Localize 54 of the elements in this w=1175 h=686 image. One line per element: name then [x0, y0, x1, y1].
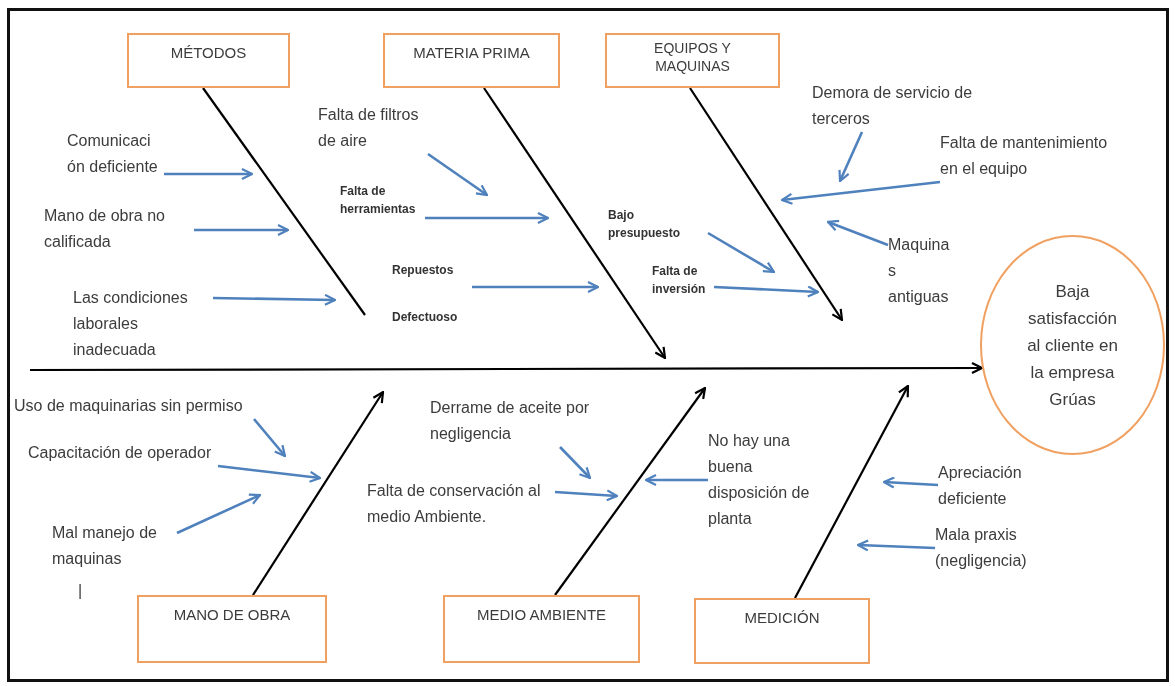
category-box: MEDICIÓN [694, 598, 870, 664]
cause-text: Capacitación de operador [28, 440, 218, 466]
stray-mark: | [78, 582, 83, 600]
cause-arrow [559, 446, 592, 480]
cause-text: Comunicaci ón deficiente [67, 128, 164, 180]
bone-arrow [252, 390, 385, 596]
cause-text: Apreciación deficiente [938, 460, 1050, 512]
bone-arrow [794, 384, 910, 599]
category-box: MÉTODOS [127, 33, 290, 88]
cause-text: Falta de mantenimiento en el equipo [940, 130, 1122, 182]
cause-arrow [164, 167, 254, 181]
cause-arrow [217, 464, 322, 483]
category-box: EQUIPOS Y MAQUINAS [605, 33, 780, 88]
cause-arrow [707, 231, 776, 274]
cause-text: Falta de inversión [652, 262, 714, 298]
cause-arrow [253, 418, 287, 458]
cause-arrow [713, 285, 820, 298]
cause-arrow [838, 131, 864, 183]
cause-text: Mal manejo de maquinas [52, 520, 177, 572]
effect-ellipse: Baja satisfacción al cliente en la empresa Grúas [980, 235, 1165, 455]
cause-arrow [882, 476, 939, 489]
cause-arrow [554, 489, 619, 502]
cause-text: Las condiciones laborales inadecuada [73, 285, 213, 363]
cause-text: Mano de obra no calificada [44, 203, 194, 255]
bone-arrow [554, 386, 707, 596]
cause-text: Demora de servicio de terceros [812, 80, 984, 132]
category-box: MANO DE OBRA [137, 595, 327, 663]
cause-arrow [425, 211, 550, 225]
cause-text: Falta de conservación al medio Ambiente. [367, 478, 555, 530]
cause-text: Maquina s antiguas [888, 232, 954, 310]
cause-text: Falta de filtros de aire [318, 102, 428, 154]
cause-arrow [212, 293, 337, 306]
cause-arrow [472, 280, 600, 294]
cause-text: No hay una buena disposición de planta [708, 428, 826, 532]
cause-arrow [176, 493, 262, 535]
spine-arrow [30, 361, 984, 375]
category-box: MATERIA PRIMA [383, 33, 560, 88]
cause-text: Mala praxis (negligencia) [935, 522, 1047, 574]
cause-text: Uso de maquinarias sin permiso [14, 393, 254, 419]
bone-arrow [483, 87, 667, 360]
cause-text: Falta de herramientas [340, 182, 425, 218]
cause-arrow [427, 152, 489, 197]
cause-text: Repuestos [392, 262, 455, 279]
cause-arrow [856, 539, 936, 552]
bone-arrow [689, 87, 844, 322]
cause-arrow [826, 219, 889, 247]
cause-arrow [194, 223, 290, 237]
cause-arrow [644, 473, 708, 487]
cause-text: Derrame de aceite por negligencia [430, 395, 600, 447]
cause-arrow [780, 180, 941, 205]
cause-text: Bajo presupuesto [608, 206, 708, 242]
category-box: MEDIO AMBIENTE [443, 595, 640, 663]
bone-line [202, 87, 366, 316]
cause-text: Defectuoso [392, 309, 459, 326]
